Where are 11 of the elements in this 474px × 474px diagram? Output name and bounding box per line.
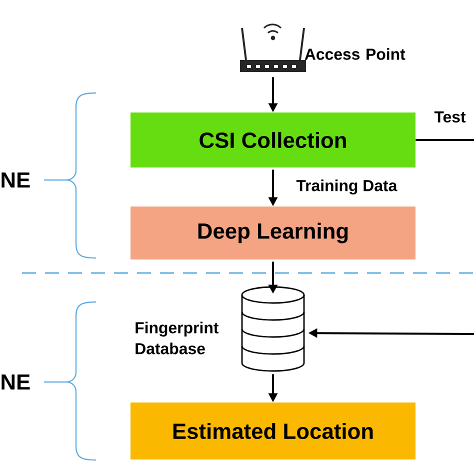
process-box: Estimated Location <box>130 402 416 460</box>
side-label: NE <box>2 172 30 188</box>
process-box: CSI Collection <box>130 112 416 168</box>
process-box: Deep Learning <box>130 206 416 260</box>
caption-text: Fingerprint Database <box>136 322 219 354</box>
database-drawing <box>241 286 305 372</box>
side-label: NE <box>2 374 30 390</box>
router-drawing <box>240 24 306 72</box>
edge-label: Training Data <box>295 178 398 196</box>
edge-label: Test <box>433 110 467 124</box>
caption-text: Access Point <box>304 48 406 60</box>
